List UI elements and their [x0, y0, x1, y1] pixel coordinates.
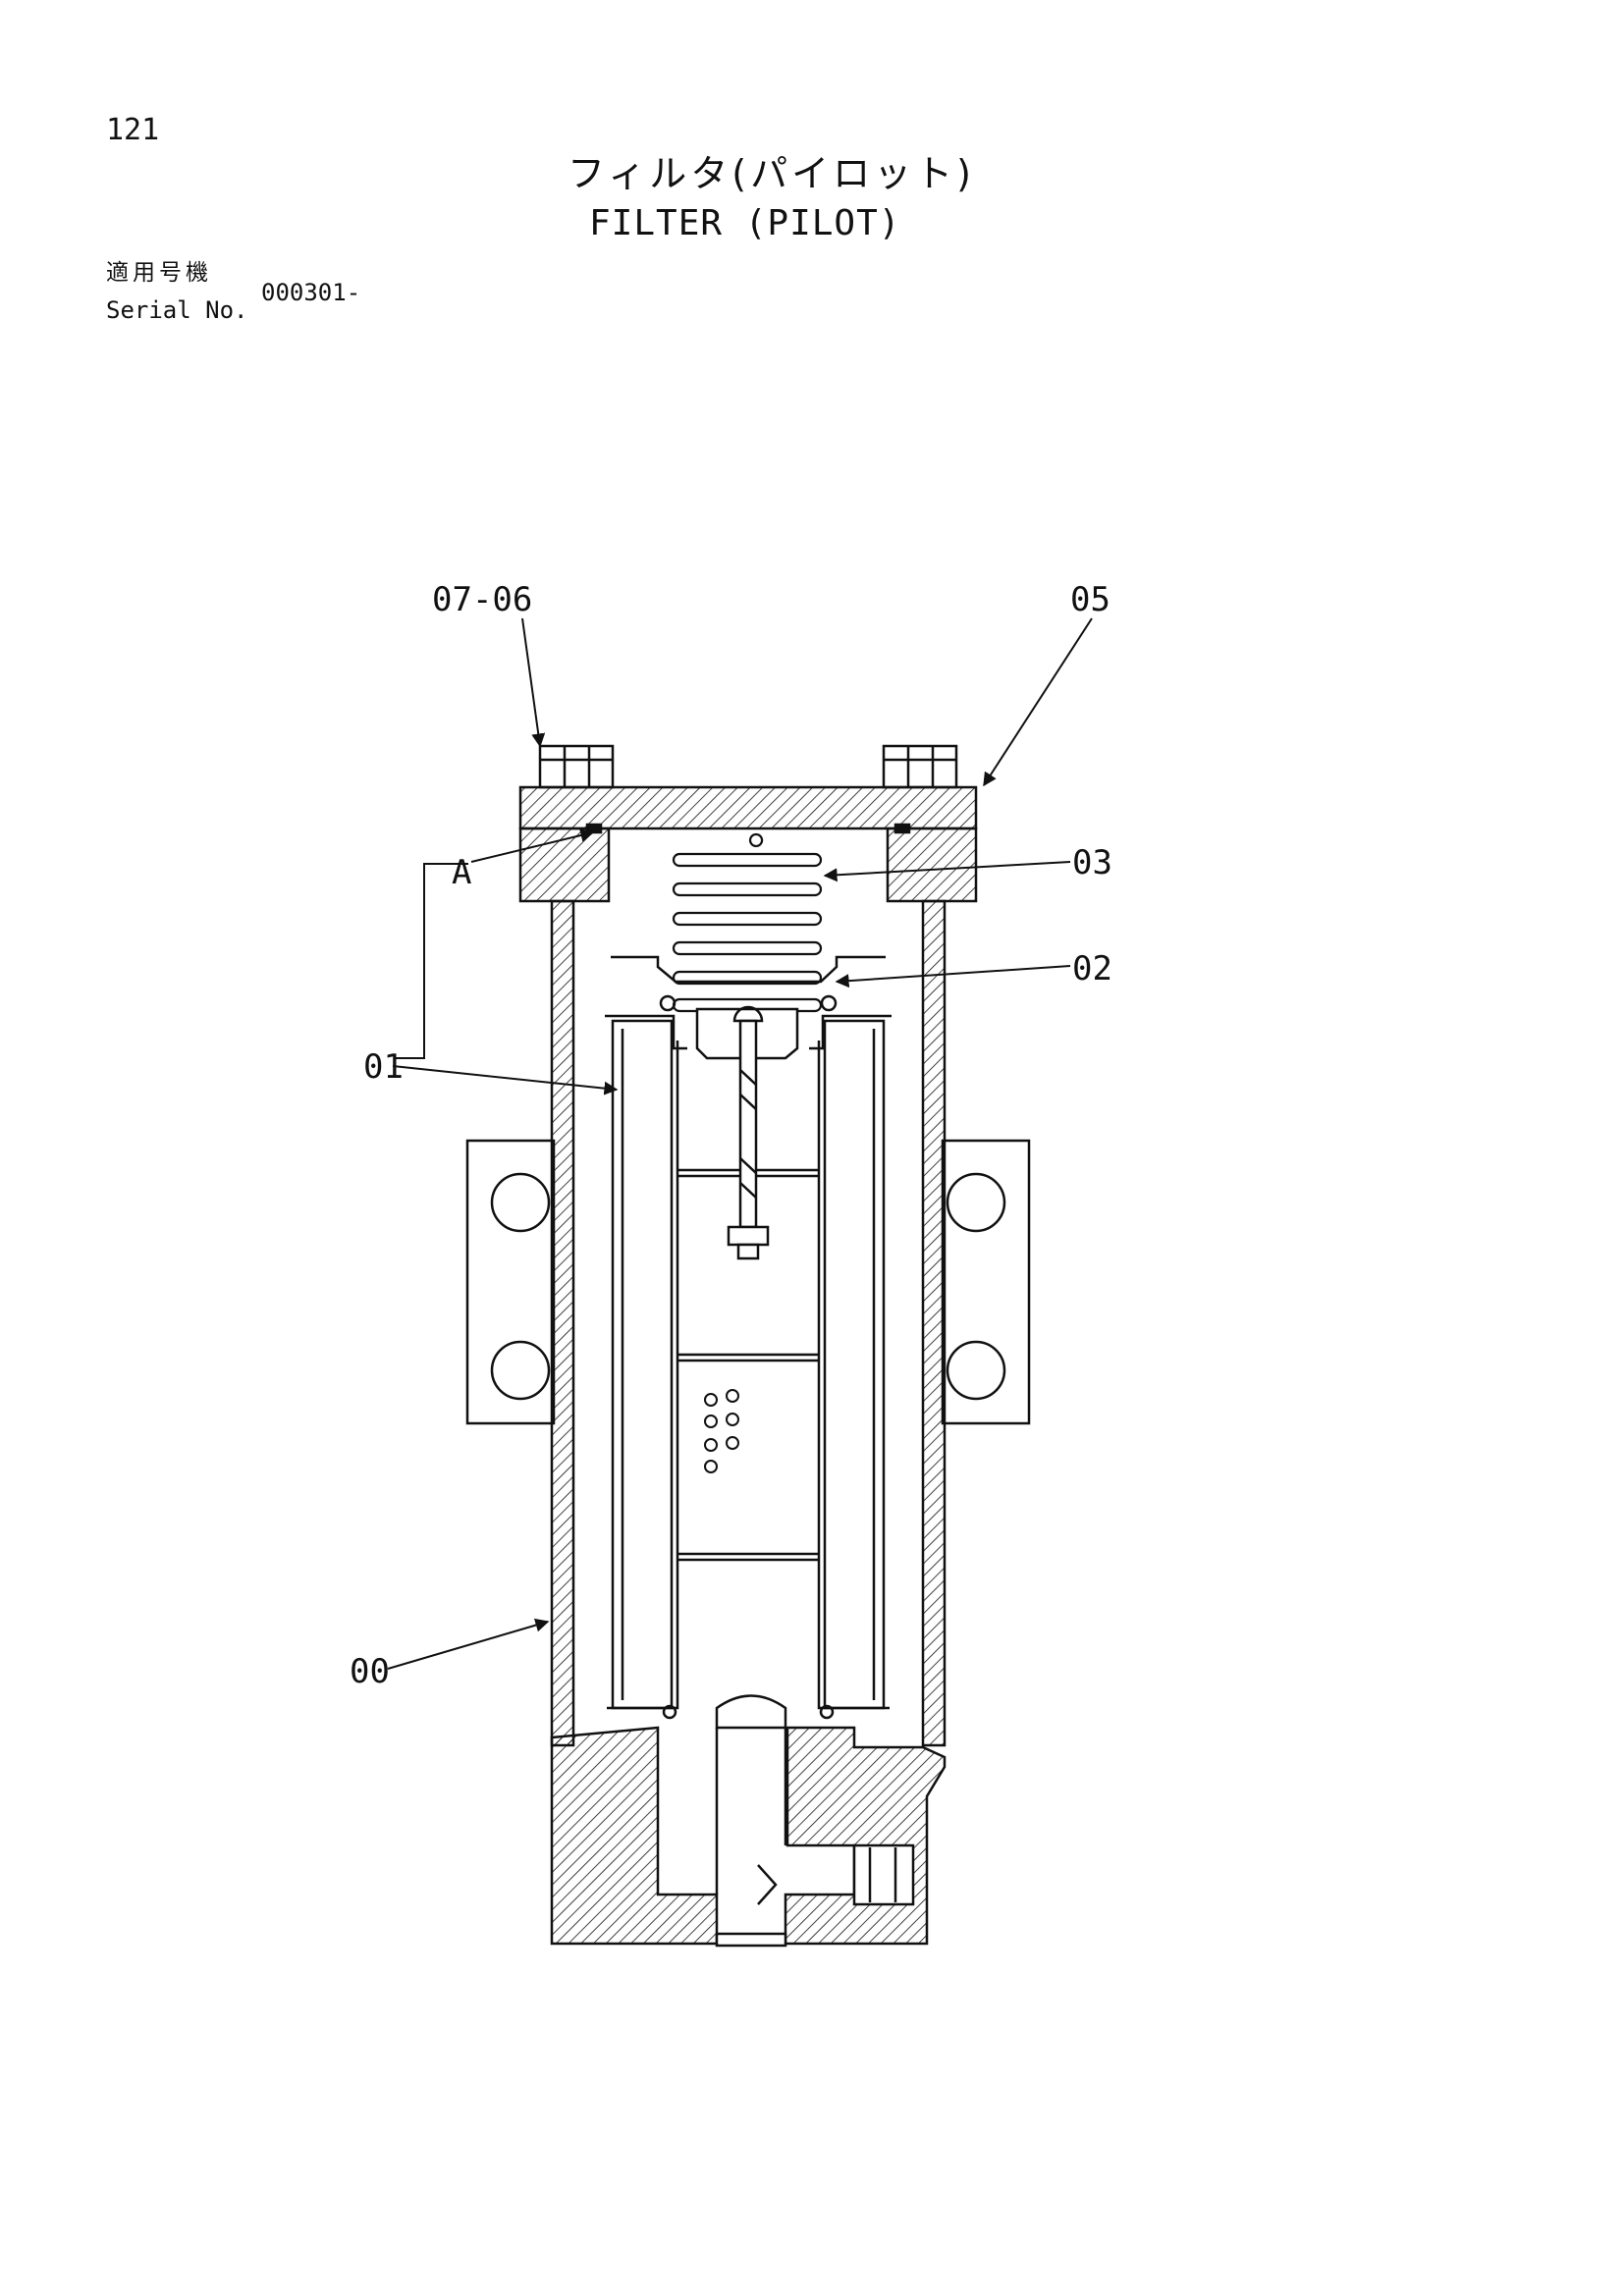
- leader-00: [387, 1618, 550, 1670]
- callout-07-06: 07-06: [432, 580, 532, 619]
- callout-01: 01: [363, 1047, 404, 1087]
- callout-03: 03: [1072, 843, 1112, 882]
- callout-05: 05: [1070, 580, 1110, 619]
- title-japanese: フィルタ(パイロット): [568, 152, 975, 195]
- callout-A: A: [452, 853, 471, 892]
- housing-wall-left: [550, 899, 575, 1747]
- page-number: 121: [106, 113, 160, 147]
- cover-plate: [518, 785, 978, 830]
- callout-02: 02: [1072, 949, 1112, 988]
- base-block-left: [550, 1726, 719, 1946]
- bolt-right: [882, 744, 958, 789]
- housing-wall-right: [921, 899, 947, 1747]
- title-english: FILTER (PILOT): [589, 203, 901, 243]
- serial-label-japanese: 適用号機: [106, 260, 212, 286]
- base-block-right: [784, 1726, 947, 1946]
- serial-number-value: 000301-: [261, 279, 361, 306]
- leader-A: [470, 828, 595, 863]
- spring-seat: [611, 955, 886, 984]
- head-flange-right: [886, 827, 978, 903]
- leader-07-06: [521, 617, 546, 748]
- leader-02: [835, 965, 1071, 988]
- leader-05: [983, 617, 1093, 787]
- serial-label-english: Serial No.: [106, 296, 248, 324]
- callout-00: 00: [350, 1652, 390, 1691]
- leader-03: [823, 861, 1071, 882]
- spring: [672, 832, 823, 1013]
- leader-01: [392, 1065, 619, 1095]
- bracket-A: [395, 863, 468, 1059]
- bolt-left: [538, 744, 615, 789]
- perforation-holes: [704, 1389, 739, 1473]
- bracket-right: [941, 1139, 1031, 1425]
